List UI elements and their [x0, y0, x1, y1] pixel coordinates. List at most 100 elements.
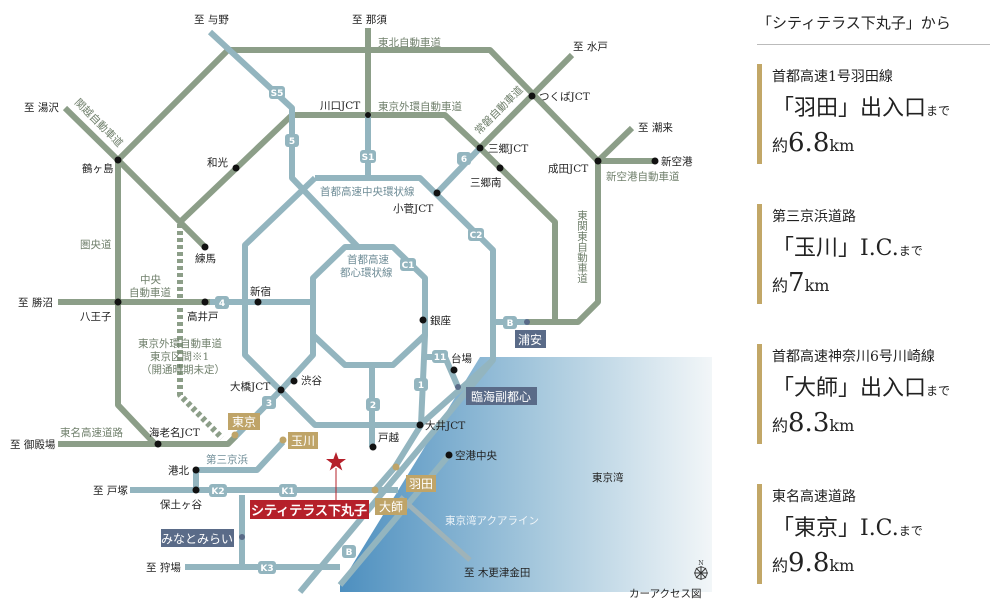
place-misatominami: 三郷南 — [470, 176, 502, 189]
svg-text:S5: S5 — [271, 89, 284, 99]
place-oi: 大井JCT — [425, 419, 465, 432]
place-ebina: 海老名JCT — [149, 426, 200, 439]
place-ohashi: 大橋JCT — [230, 380, 270, 393]
property-marker: シティテラス下丸子 — [250, 452, 369, 519]
place-ginza: 銀座 — [430, 314, 451, 327]
dir-nasu: 至 那須 — [352, 14, 387, 26]
card-road: 第三京浜道路 — [772, 209, 856, 225]
svg-text:6: 6 — [461, 155, 467, 165]
label-tohoku: 東北自動車道 — [378, 36, 441, 49]
svg-text:S1: S1 — [362, 153, 375, 163]
shield-c2: C2 — [468, 228, 484, 241]
shield-2: 2 — [366, 398, 380, 411]
card-road: 東名高速道路 — [772, 489, 856, 505]
svg-text:羽田: 羽田 — [409, 477, 433, 491]
area-rinkai: 臨海副都心 — [466, 387, 537, 405]
svg-text:4: 4 — [219, 299, 225, 309]
dir-yuzawa: 至 湯沢 — [24, 101, 59, 114]
compass-icon: N — [694, 560, 708, 580]
shield-k3: K3 — [258, 561, 276, 574]
shield-s5: S5 — [269, 86, 285, 99]
card-destination: 「大師」出入口まで — [772, 376, 951, 401]
place-togoshi: 戸越 — [378, 431, 399, 444]
place-narita: 成田JCT — [548, 163, 588, 175]
place-tsurugashima: 鶴ヶ島 — [82, 162, 114, 175]
card-destination: 「玉川」I.C.まで — [772, 236, 923, 261]
place-misato: 三郷JCT — [488, 142, 528, 155]
svg-text:C1: C1 — [402, 261, 415, 271]
place-kawaguchi: 川口JCT — [320, 100, 360, 112]
ic-tamagawa: 玉川 — [288, 432, 318, 449]
label-shinkuko-road: 新空港自動車道 — [606, 170, 680, 183]
area-minatomirai: みなとみらい — [161, 529, 234, 547]
label-kenodo: 圏央道 — [80, 238, 112, 251]
shield-1: 1 — [414, 378, 428, 391]
svg-text:浦安: 浦安 — [518, 332, 542, 347]
place-hachioji: 八王子 — [80, 311, 112, 323]
svg-text:玉川: 玉川 — [291, 434, 315, 448]
tokyo-bay — [340, 357, 712, 592]
svg-text:臨海副都心: 臨海副都心 — [471, 389, 531, 404]
label-tomei: 東名高速道路 — [60, 426, 123, 439]
place-nerima: 練馬 — [195, 252, 216, 265]
distance-card: 首都高速1号羽田線 「羽田」出入口まで 約6.8km — [757, 64, 992, 164]
place-shinjuku: 新宿 — [250, 285, 271, 298]
shield-s1: S1 — [360, 150, 376, 163]
label-gaikan-tokyo-2: 東京区間※1 — [150, 350, 209, 363]
card-distance: 約8.3km — [772, 408, 855, 438]
star-icon — [326, 452, 346, 471]
label-c1-2: 都心環状線 — [340, 266, 393, 279]
card-distance: 約7km — [772, 268, 830, 298]
panel-title: 「シティテラス下丸子」から — [757, 14, 951, 32]
dir-totsuka: 至 戸塚 — [93, 485, 128, 497]
expressways — [58, 28, 655, 447]
place-bay: 東京湾 — [592, 471, 624, 484]
shield-3: 3 — [262, 396, 276, 409]
shield-b-wangan: B — [342, 545, 356, 558]
ic-tokyo: 東京 — [228, 413, 260, 430]
card-road: 首都高速神奈川6号川崎線 — [772, 349, 935, 365]
distance-card: 首都高速神奈川6号川崎線 「大師」出入口まで 約8.3km — [757, 344, 992, 444]
route-shields: S5 5 S1 6 C2 C1 4 3 2 1 11 B K1 K2 K3 B — [209, 86, 517, 574]
distance-card: 第三京浜道路 「玉川」I.C.まで 約7km — [757, 204, 992, 304]
area-urayasu: 浦安 — [515, 330, 546, 348]
dir-kisarazu: 至 木更津金田 — [464, 566, 530, 579]
place-kukochuo: 空港中央 — [455, 449, 497, 462]
place-takaido: 高井戸 — [187, 310, 219, 323]
label-daisan: 第三京浜 — [206, 453, 248, 466]
svg-text:2: 2 — [370, 401, 376, 411]
svg-text:5: 5 — [289, 137, 295, 147]
divider — [757, 44, 990, 45]
dir-katsunuma: 至 勝沼 — [18, 296, 53, 309]
shield-11: 11 — [432, 350, 448, 363]
distance-card: 東名高速道路 「東京」I.C.まで 約9.8km — [757, 484, 992, 584]
svg-text:シティテラス下丸子: シティテラス下丸子 — [251, 503, 367, 519]
svg-text:東京: 東京 — [232, 415, 256, 429]
label-chuo-2: 自動車道 — [129, 286, 171, 299]
label-c1-1: 首都高速 — [347, 253, 389, 266]
svg-text:K3: K3 — [260, 564, 273, 574]
map-caption: カーアクセス図 — [629, 588, 702, 600]
label-gaikan-tokyo-3: （開通時期未定） — [141, 363, 225, 376]
label-aqua: 東京湾アクアライン — [445, 514, 539, 527]
dir-gotemba: 至 御殿場 — [10, 438, 56, 451]
shield-6: 6 — [457, 152, 471, 165]
svg-text:N: N — [698, 560, 703, 567]
road-map: S5 5 S1 6 C2 C1 4 3 2 1 11 B K1 K2 K3 B … — [10, 14, 712, 600]
place-daiba: 台場 — [451, 352, 472, 365]
card-destination: 「羽田」出入口まで — [772, 96, 951, 121]
svg-text:B: B — [346, 548, 353, 558]
label-higashikanto: 東関東自動車道 — [576, 209, 588, 283]
card-distance: 約6.8km — [772, 128, 855, 158]
place-shinkuko: 新空港 — [661, 155, 693, 168]
card-destination: 「東京」I.C.まで — [772, 516, 923, 541]
svg-text:B: B — [507, 319, 514, 329]
place-kohoku: 港北 — [168, 465, 189, 477]
place-kosuge: 小菅JCT — [393, 203, 433, 215]
svg-text:C2: C2 — [470, 231, 483, 241]
junction-dots — [114, 92, 659, 540]
label-chuo-1: 中央 — [140, 273, 161, 286]
card-distance: 約9.8km — [772, 548, 855, 578]
svg-text:1: 1 — [418, 381, 424, 391]
shield-5: 5 — [285, 134, 299, 147]
